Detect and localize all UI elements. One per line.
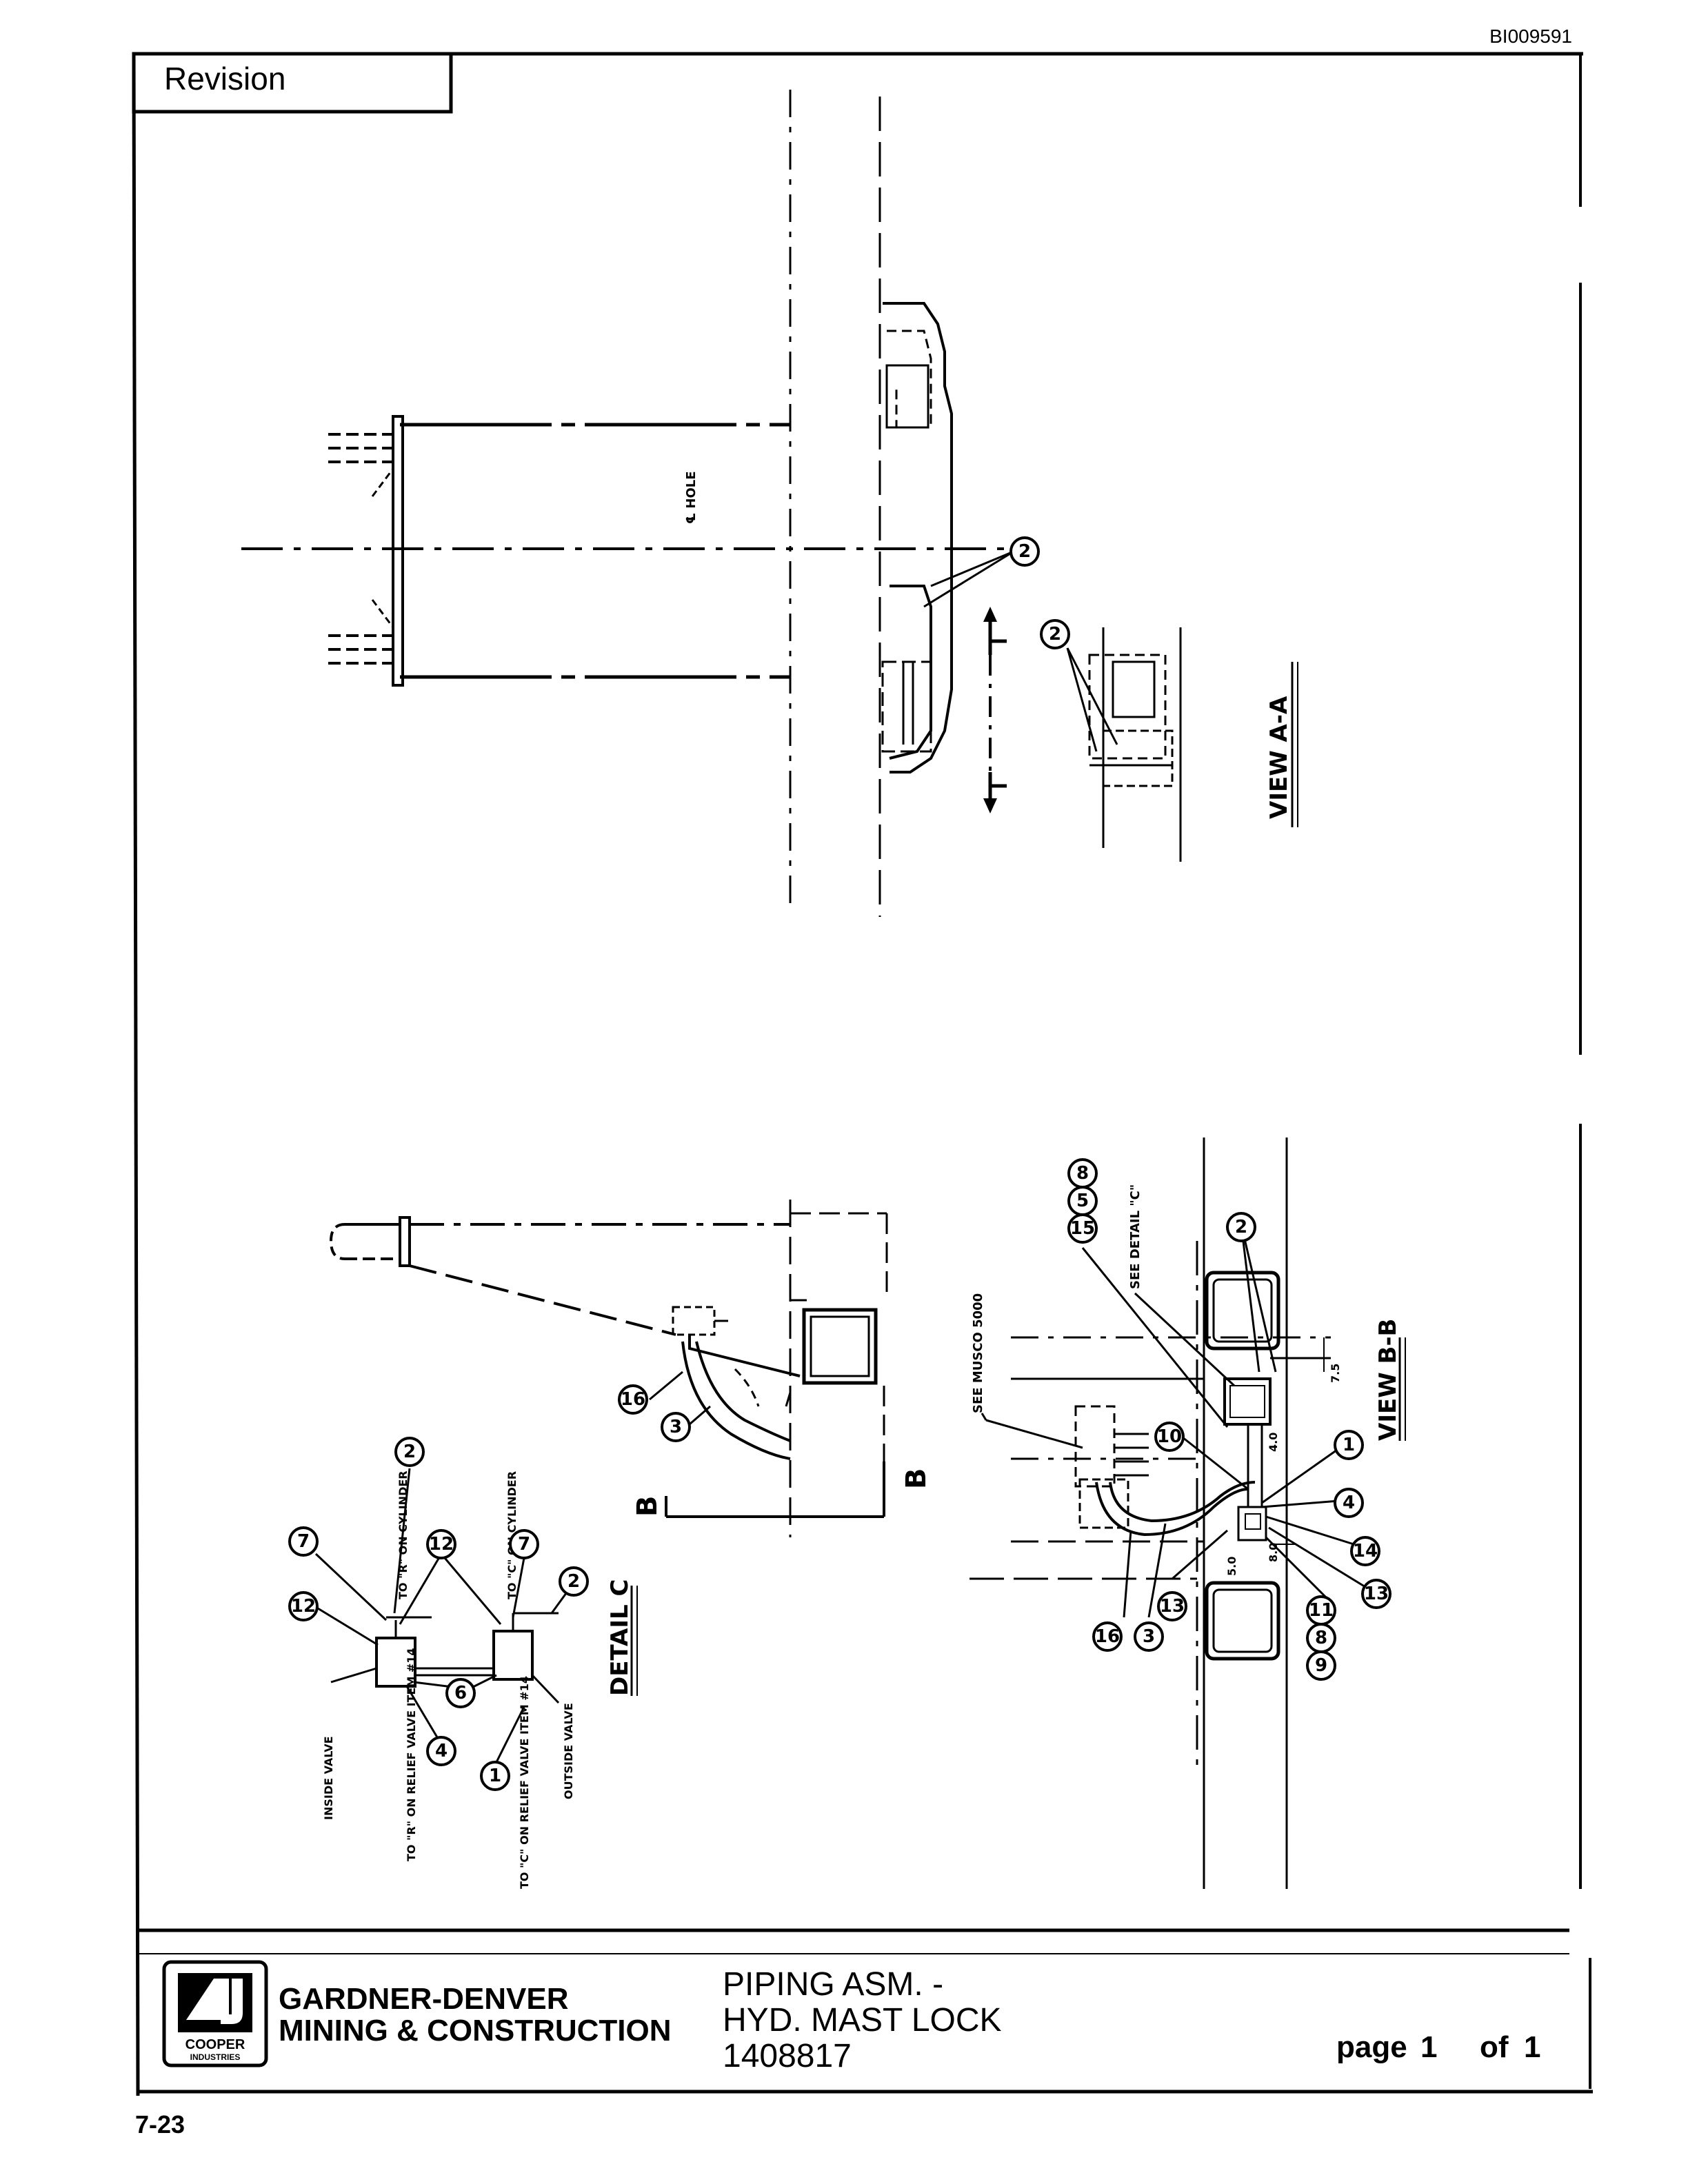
svg-text:12: 12	[429, 1534, 454, 1555]
company-line-2: MINING & CONSTRUCTION	[279, 2014, 672, 2048]
cooper-logo: COOPER INDUSTRIES	[162, 1960, 268, 2067]
dim-4-0: 4.0	[1267, 1433, 1280, 1452]
balloon-7-detail-c-left: 7	[288, 1526, 319, 1557]
balloon-2-detail-c-right: 2	[559, 1566, 589, 1597]
page-total: 1	[1524, 2030, 1540, 2064]
svg-text:13: 13	[1364, 1584, 1389, 1604]
balloon-13-view-bb-left: 13	[1157, 1591, 1187, 1621]
balloon-1-view-bb: 1	[1334, 1430, 1364, 1460]
balloon-4-detail-c: 4	[426, 1736, 456, 1766]
revision-box: Revision	[132, 52, 453, 114]
svg-text:10: 10	[1157, 1426, 1182, 1447]
dim-5-0: 5.0	[1225, 1557, 1238, 1576]
view-a-a: VIEW A-A	[1066, 627, 1298, 862]
svg-text:2: 2	[567, 1571, 580, 1592]
balloon-3-elevation: 3	[661, 1412, 691, 1442]
balloon-8-view-bb-lower: 8	[1306, 1623, 1336, 1653]
page-number-code: 7-23	[135, 2110, 185, 2138]
svg-text:8: 8	[1315, 1628, 1327, 1648]
title-block: COOPER INDUSTRIES GARDNER-DENVER MINING …	[162, 1960, 1540, 2074]
svg-text:11: 11	[1309, 1600, 1334, 1621]
balloon-16-elevation: 16	[618, 1384, 648, 1415]
balloon-15-view-bb: 15	[1067, 1213, 1098, 1244]
svg-text:15: 15	[1070, 1218, 1095, 1239]
svg-text:1: 1	[489, 1766, 501, 1786]
balloon-7-detail-c-right: 7	[509, 1529, 539, 1559]
document-id: BI009591	[1489, 26, 1572, 47]
section-b-label-left: B	[632, 1496, 663, 1517]
svg-text:4: 4	[1343, 1493, 1355, 1513]
svg-text:7: 7	[297, 1531, 310, 1552]
view-b-b-label: VIEW B-B	[1374, 1319, 1402, 1441]
svg-text:9: 9	[1315, 1655, 1327, 1676]
title-line-2: HYD. MAST LOCK	[723, 2002, 1002, 2039]
company-line-1: GARDNER-DENVER	[279, 1982, 568, 2016]
detail-c: TO "R" ON CYLINDER TO "C" ON CYLINDER IN…	[314, 1468, 638, 1889]
to-r-relief-valve-note: TO "R" ON RELIEF VALVE ITEM #14	[405, 1648, 418, 1861]
inside-valve-note: INSIDE VALVE	[322, 1736, 335, 1820]
dim-7-5: 7.5	[1329, 1364, 1342, 1383]
svg-text:5: 5	[1076, 1191, 1089, 1211]
page-current: 1	[1420, 2030, 1437, 2064]
view-b-b: VIEW B-B SEE MUSCO 5000 SEE DETAIL "C" 7…	[969, 1138, 1406, 1889]
svg-text:12: 12	[291, 1596, 316, 1617]
svg-text:16: 16	[1095, 1626, 1120, 1647]
mast-elevation-top: ℄ HOLE	[241, 90, 1014, 917]
section-b-label-right: B	[901, 1468, 932, 1490]
dim-8-0: 8.0	[1267, 1543, 1280, 1562]
see-musco-note: SEE MUSCO 5000	[971, 1293, 985, 1413]
part-number: 1408817	[723, 2038, 852, 2074]
see-detail-c-note: SEE DETAIL "C"	[1128, 1184, 1143, 1289]
balloon-1-detail-c: 1	[480, 1761, 510, 1791]
sheet-border	[132, 52, 1593, 2096]
balloon-16-view-bb: 16	[1092, 1621, 1123, 1652]
balloon-6-detail-c: 6	[445, 1678, 476, 1708]
balloon-14-view-bb: 14	[1350, 1536, 1380, 1566]
svg-text:16: 16	[621, 1389, 645, 1410]
svg-text:1: 1	[1343, 1435, 1355, 1455]
of-label: of	[1480, 2030, 1509, 2064]
balloon-4-view-bb: 4	[1334, 1488, 1364, 1518]
svg-text:3: 3	[670, 1417, 682, 1437]
revision-label: Revision	[164, 61, 285, 97]
section-arrow-a-top	[983, 607, 1007, 655]
svg-text:2: 2	[403, 1442, 416, 1462]
svg-text:2: 2	[1235, 1217, 1247, 1237]
svg-text:4: 4	[435, 1741, 448, 1761]
balloon-2-top: 2	[1009, 536, 1040, 567]
balloon-12-detail-c-left: 12	[288, 1591, 319, 1621]
balloon-9-view-bb: 9	[1306, 1650, 1336, 1681]
page-label: page	[1336, 2030, 1407, 2064]
outside-valve-note: OUTSIDE VALVE	[562, 1703, 575, 1799]
balloon-2-view-aa: 2	[1040, 619, 1070, 649]
section-arrow-a-bottom	[983, 772, 1007, 813]
svg-text:3: 3	[1143, 1626, 1155, 1647]
balloon-10-view-bb: 10	[1154, 1422, 1185, 1452]
svg-text:7: 7	[518, 1534, 530, 1555]
balloon-13-view-bb-right: 13	[1361, 1579, 1391, 1609]
svg-text:2: 2	[1018, 541, 1031, 562]
balloon-5-view-bb: 5	[1067, 1186, 1098, 1216]
svg-text:6: 6	[454, 1683, 467, 1703]
hole-centerline-label: ℄ HOLE	[684, 471, 699, 524]
balloon-8-view-bb: 8	[1067, 1158, 1098, 1189]
logo-text-bottom: INDUSTRIES	[190, 2052, 241, 2062]
to-c-relief-valve-note: TO "C" ON RELIEF VALVE ITEM #14	[518, 1676, 531, 1889]
to-r-on-cylinder-note: TO "R" ON CYLINDER	[396, 1470, 410, 1599]
balloon-3-view-bb: 3	[1134, 1621, 1164, 1652]
balloon-11-view-bb: 11	[1306, 1595, 1336, 1626]
balloon-2-detail-c: 2	[394, 1437, 425, 1467]
balloon-12-detail-c-mid: 12	[426, 1529, 456, 1559]
svg-text:2: 2	[1049, 624, 1061, 645]
balloon-2-view-bb: 2	[1226, 1212, 1256, 1242]
detail-c-label: DETAIL C	[606, 1579, 634, 1696]
svg-text:13: 13	[1160, 1596, 1185, 1617]
logo-text-top: COOPER	[185, 2037, 245, 2052]
view-a-a-label: VIEW A-A	[1265, 696, 1293, 819]
svg-text:8: 8	[1076, 1163, 1089, 1184]
mast-elevation-bottom: B B	[329, 1200, 932, 1537]
title-line-1: PIPING ASM. -	[723, 1966, 943, 2003]
svg-text:14: 14	[1353, 1541, 1378, 1561]
